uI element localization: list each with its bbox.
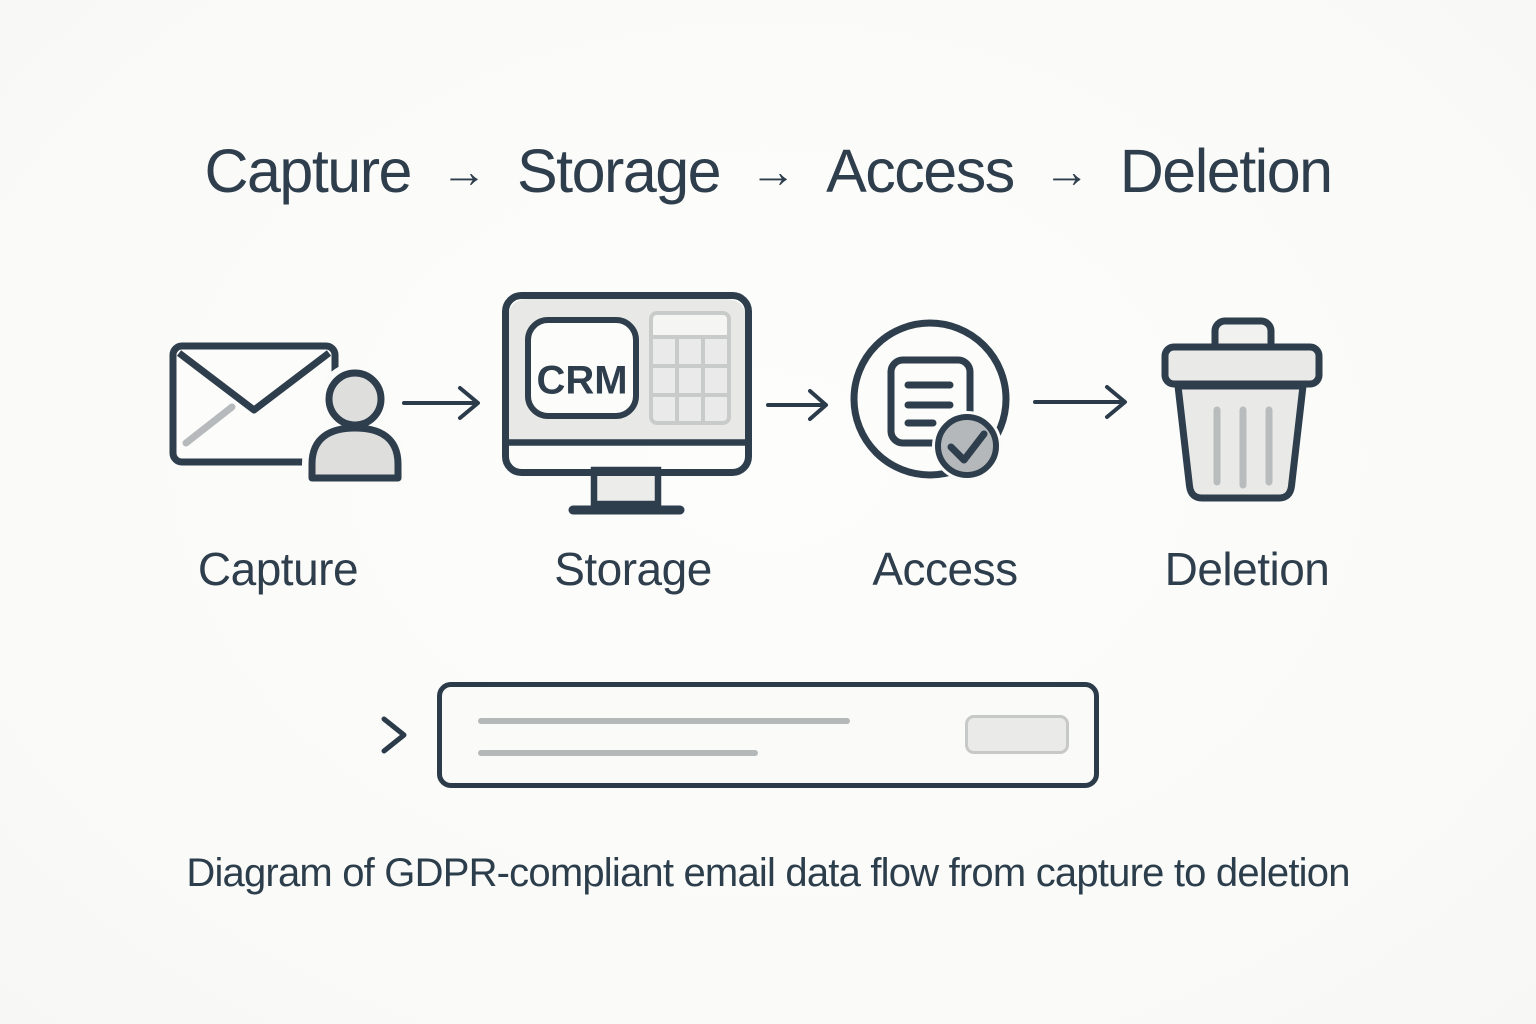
summary-bar xyxy=(437,682,1099,788)
trash-ridges xyxy=(1213,406,1273,489)
document-outline xyxy=(887,356,974,447)
title-arrow-icon: → xyxy=(1043,145,1090,197)
monitor-frame xyxy=(502,292,752,476)
envelope-flap xyxy=(176,350,332,414)
trash-lid xyxy=(1161,343,1323,388)
person-body xyxy=(308,424,402,482)
title-step-storage: Storage xyxy=(516,137,722,205)
summary-chip xyxy=(965,715,1069,754)
crm-badge xyxy=(525,317,639,419)
crm-monitor-icon: CRM xyxy=(502,292,752,515)
trash-can-icon xyxy=(1161,317,1323,502)
envelope-gray-line xyxy=(182,403,236,447)
document-text-lines xyxy=(904,381,954,427)
crm-screen-text: CRM xyxy=(536,359,627,403)
data-grid xyxy=(649,311,731,425)
email-with-person-icon xyxy=(169,342,404,486)
flow-arrow-2-icon xyxy=(766,389,828,421)
flow-label-access: Access xyxy=(872,543,1018,595)
summary-line-2 xyxy=(478,750,758,756)
check-circle xyxy=(935,414,999,478)
flow-label-deletion: Deletion xyxy=(1164,543,1330,595)
title-step-access: Access xyxy=(826,137,1015,205)
title-arrow-icon: → xyxy=(750,145,797,197)
flow-arrow-3-icon xyxy=(1033,385,1127,419)
title-step-deletion: Deletion xyxy=(1119,137,1333,205)
flow-arrow-1-icon xyxy=(402,386,480,420)
summary-line-1 xyxy=(478,718,850,724)
checkmark-icon xyxy=(947,430,988,464)
flow-label-storage: Storage xyxy=(554,543,712,595)
title-arrow-icon: → xyxy=(440,145,487,197)
flow-label-capture: Capture xyxy=(197,543,359,595)
caption-text: Diagram of GDPR-compliant email data flo… xyxy=(186,851,1350,895)
title-step-capture: Capture xyxy=(204,137,412,205)
document-check-icon xyxy=(850,319,1010,481)
title-flow-heading: Capture → Storage → Access → Deletion xyxy=(0,136,1536,206)
summary-arrow-icon xyxy=(238,716,407,754)
person-head xyxy=(325,369,385,429)
